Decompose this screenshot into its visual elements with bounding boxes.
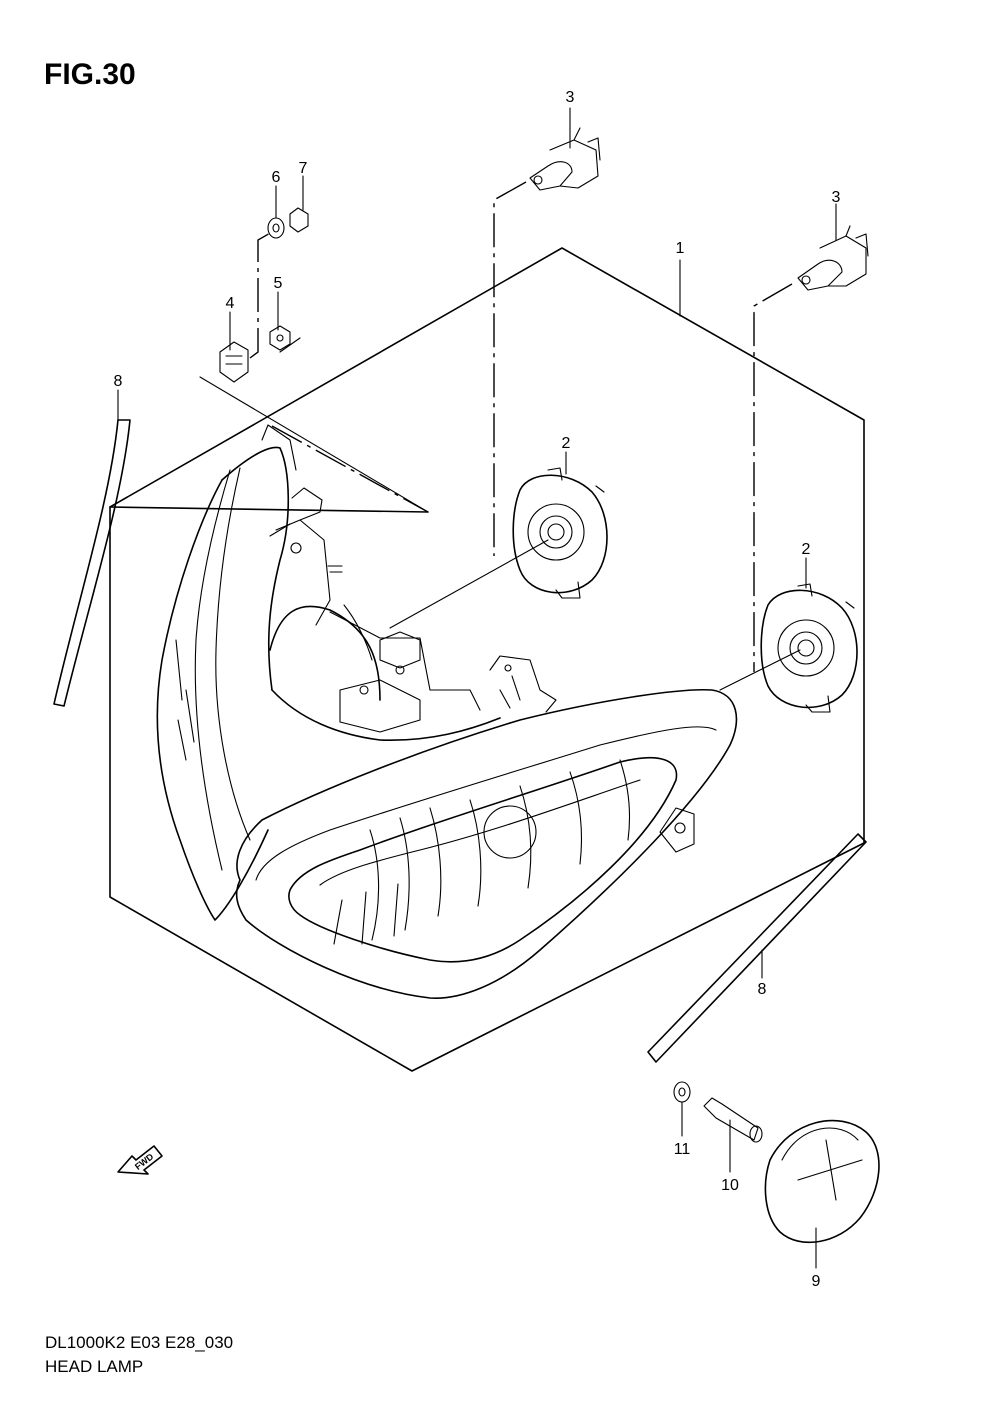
strip-part-8-right (647, 833, 867, 1063)
leader-lines (117, 107, 837, 1269)
nut-part-5 (269, 325, 291, 351)
bulb-socket-lower (760, 583, 858, 713)
part-label-2: 2 (802, 541, 811, 558)
grommet-part-4 (219, 341, 249, 383)
bulb-socket-upper (512, 467, 608, 599)
part-label-8: 8 (758, 981, 767, 998)
part-label-9: 9 (812, 1273, 821, 1290)
figure-title: FIG.30 (44, 58, 136, 91)
bulb-lower (797, 225, 869, 291)
assembly-lines (249, 181, 801, 691)
assembly-outline (109, 247, 865, 1072)
figure-footer: DL1000K2 E03 E28_030 HEAD LAMP (45, 1331, 233, 1379)
washer-part-11 (673, 1081, 691, 1103)
part-label-4: 4 (226, 295, 235, 312)
part-label-1: 1 (676, 240, 685, 257)
bolt-part-10 (703, 1097, 763, 1143)
part-label-2: 2 (562, 435, 571, 452)
fwd-direction-arrow: FWD (117, 1145, 163, 1175)
washer-part-6 (267, 217, 285, 239)
part-label-6: 6 (272, 169, 281, 186)
model-code: DL1000K2 E03 E28_030 (45, 1333, 234, 1352)
part-label-10: 10 (721, 1177, 739, 1194)
part-label-11: 11 (674, 1141, 691, 1158)
reflector-part-9 (764, 1119, 880, 1244)
figure-caption: HEAD LAMP (45, 1357, 144, 1376)
part-number-labels: 1 2 2 3 3 4 5 6 7 8 8 9 10 11 (114, 89, 841, 1290)
part-label-8: 8 (114, 373, 123, 390)
nut-part-7 (289, 207, 309, 233)
part-label-5: 5 (274, 275, 283, 292)
part-label-3: 3 (566, 89, 575, 106)
strip-part-8-left (53, 419, 131, 707)
bulb-upper (529, 127, 601, 191)
head-lamp-housing (156, 424, 738, 999)
part-label-3: 3 (832, 189, 841, 206)
part-label-7: 7 (299, 160, 308, 177)
